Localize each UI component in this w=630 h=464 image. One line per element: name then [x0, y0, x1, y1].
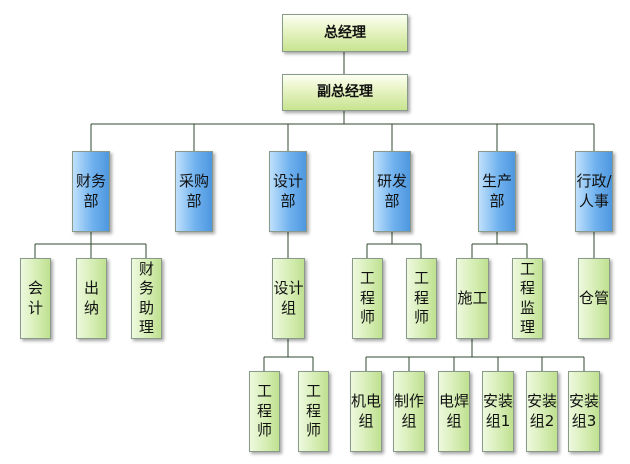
unit-design-engineer-2: 工程师: [298, 371, 329, 452]
unit-installation-group-1: 安装组1: [482, 371, 514, 452]
unit-warehouse: 仓管: [578, 258, 610, 339]
unit-design-engineer-1-label: 工程师: [256, 382, 272, 440]
unit-project-supervision: 工程监理: [512, 258, 543, 339]
unit-rnd-engineer-2-label: 工程师: [413, 269, 429, 327]
dept-production-label: 生产部: [481, 172, 512, 210]
unit-rnd-engineer-1-label: 工程师: [359, 269, 375, 327]
unit-installation-group-3: 安装组3: [568, 371, 600, 452]
unit-installation-group-2: 安装组2: [526, 371, 558, 452]
general-manager-box: 总经理: [282, 14, 408, 52]
dept-purchasing-label: 采购部: [178, 172, 209, 210]
dept-finance-label: 财务部: [75, 172, 106, 210]
unit-design-group: 设计组: [272, 258, 305, 339]
unit-cashier-label: 出纳: [83, 279, 99, 317]
unit-accounting-label: 会计: [27, 279, 43, 317]
unit-finance-assistant: 财务助理: [131, 258, 162, 339]
unit-installation-group-3-label: 安装组3: [569, 392, 600, 430]
dept-design-label: 设计部: [272, 172, 303, 210]
dept-production: 生产部: [478, 151, 516, 232]
dept-finance: 财务部: [72, 151, 110, 232]
dept-admin-hr: 行政/人事: [575, 151, 613, 232]
unit-electromechanical-group-label: 机电组: [351, 392, 382, 430]
deputy-general-manager-box: 副总经理: [282, 74, 408, 111]
unit-construction-label: 施工: [457, 288, 488, 307]
unit-design-engineer-1: 工程师: [249, 371, 280, 452]
unit-warehouse-label: 仓管: [579, 288, 610, 307]
dept-admin-hr-label: 行政/人事: [576, 172, 612, 210]
unit-rnd-engineer-1: 工程师: [352, 258, 383, 339]
unit-project-supervision-label: 工程监理: [519, 259, 535, 337]
unit-welding-group-label: 电焊组: [439, 392, 470, 430]
unit-electromechanical-group: 机电组: [350, 371, 382, 452]
dept-purchasing: 采购部: [175, 151, 213, 232]
unit-fabrication-group: 制作组: [393, 371, 425, 452]
unit-finance-assistant-label: 财务助理: [138, 259, 154, 337]
unit-construction: 施工: [456, 258, 489, 339]
dept-rnd-label: 研发部: [376, 172, 407, 210]
unit-installation-group-1-label: 安装组1: [483, 392, 514, 430]
dept-rnd: 研发部: [373, 151, 411, 232]
unit-rnd-engineer-2: 工程师: [406, 258, 437, 339]
unit-accounting: 会计: [20, 258, 51, 339]
unit-design-group-label: 设计组: [273, 279, 304, 317]
unit-cashier: 出纳: [76, 258, 107, 339]
unit-fabrication-group-label: 制作组: [394, 392, 425, 430]
unit-installation-group-2-label: 安装组2: [527, 392, 558, 430]
dept-design: 设计部: [269, 151, 307, 232]
unit-welding-group: 电焊组: [438, 371, 470, 452]
unit-design-engineer-2-label: 工程师: [305, 382, 321, 440]
